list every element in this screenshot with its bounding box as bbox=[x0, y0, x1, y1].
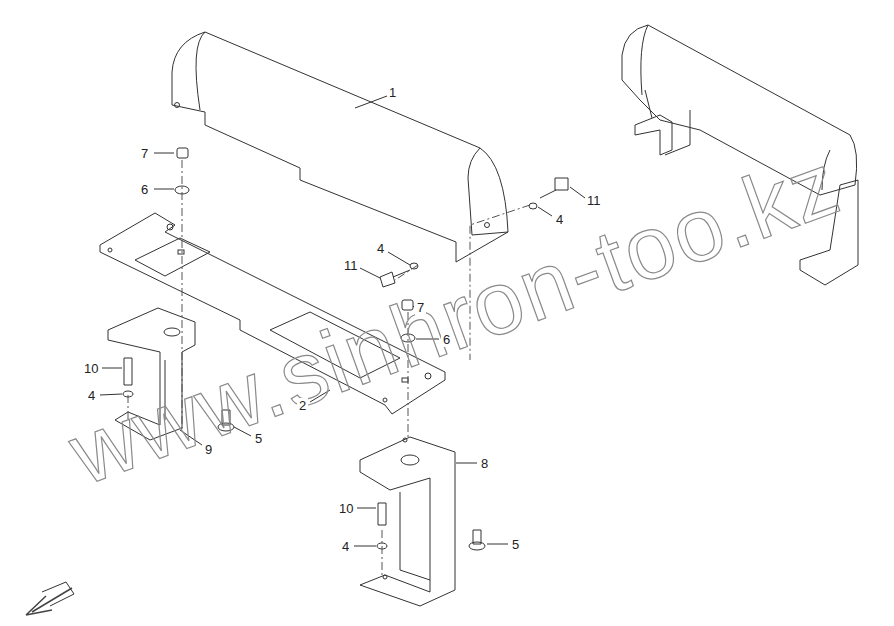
callout-number: 11 bbox=[585, 193, 603, 208]
callout-number: 6 bbox=[139, 182, 150, 197]
callout-number: 8 bbox=[479, 456, 490, 471]
callout-number: 4 bbox=[554, 212, 565, 227]
callout-number: 1 bbox=[387, 85, 398, 100]
callout-number: 4 bbox=[340, 539, 351, 554]
callout-number: 7 bbox=[139, 146, 150, 161]
callout-number: 9 bbox=[203, 442, 214, 457]
callout-number: 10 bbox=[82, 361, 100, 376]
callout-number: 5 bbox=[253, 431, 264, 446]
callout-number: 5 bbox=[510, 537, 521, 552]
callout-number: 4 bbox=[86, 388, 97, 403]
callout-number: 2 bbox=[297, 398, 308, 413]
callout-number: 7 bbox=[415, 300, 426, 315]
callout-number: 11 bbox=[342, 258, 360, 273]
callout-number: 6 bbox=[441, 332, 452, 347]
callout-number: 4 bbox=[375, 241, 386, 256]
callout-number: 10 bbox=[337, 501, 355, 516]
